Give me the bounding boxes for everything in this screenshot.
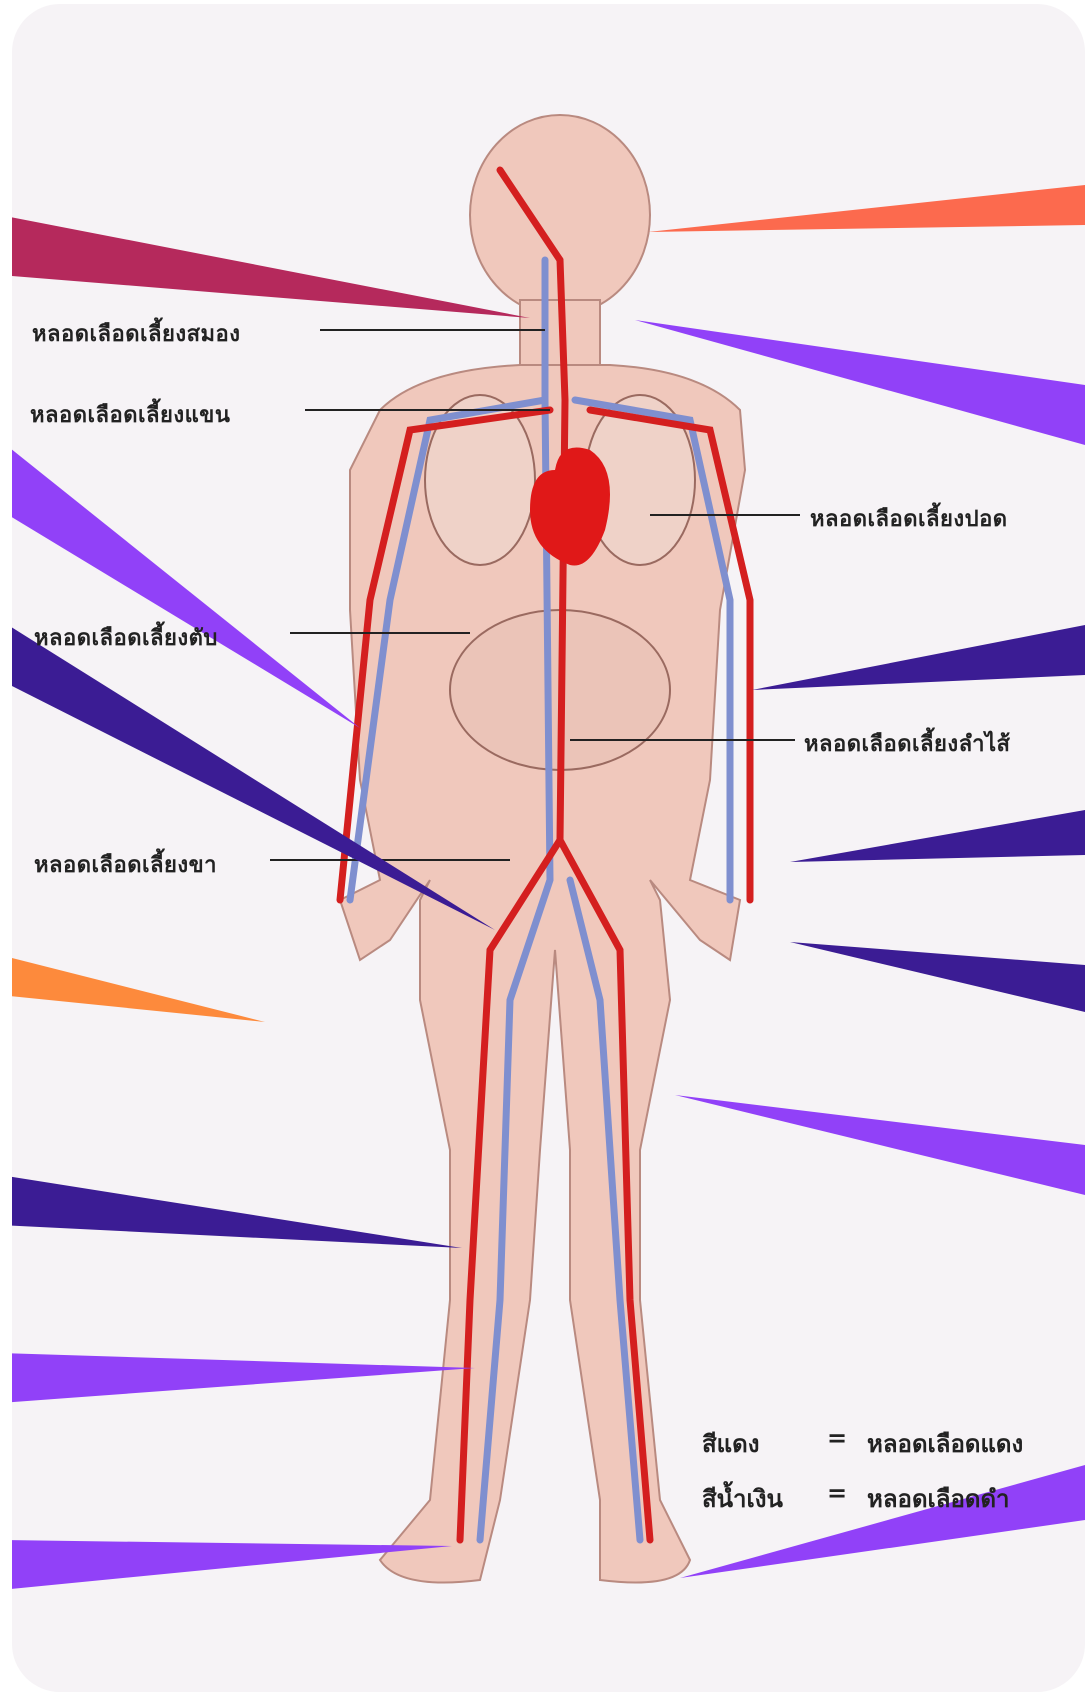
pointer-wedge-maroon [12, 215, 530, 318]
label-intestine-vessels: หลอดเลือดเลี้ยงลำไส้ [804, 726, 1010, 761]
label-arm-vessels: หลอดเลือดเลี้ยงแขน [30, 397, 230, 432]
label-brain-vessels: หลอดเลือดเลี้ยงสมอง [32, 316, 241, 351]
pointer-wedge-orange [12, 955, 265, 1022]
legend-blue-label: สีน้ำเงิน [702, 1479, 783, 1518]
pointer-wedge-violet-4 [12, 1353, 475, 1403]
pointer-wedge-indigo-3 [790, 810, 1085, 862]
pointer-wedge-indigo-2 [752, 625, 1085, 690]
diagram-card: หลอดเลือดเลี้ยงสมอง หลอดเลือดเลี้ยงแขน ห… [12, 4, 1085, 1692]
label-lung-vessels: หลอดเลือดเลี้ยงปอด [810, 501, 1008, 536]
legend-red-label: สีแดง [702, 1424, 759, 1463]
legend-red-separator: = [827, 1424, 847, 1452]
pointer-wedge-indigo-5 [12, 1175, 462, 1248]
label-liver-vessels: หลอดเลือดเลี้ยงตับ [34, 620, 218, 655]
legend-blue-value: หลอดเลือดดำ [867, 1479, 1010, 1518]
pointer-wedge-coral [648, 185, 1085, 232]
legend-blue-separator: = [827, 1479, 847, 1507]
label-leg-vessels: หลอดเลือดเลี้ยงขา [34, 847, 217, 882]
pointer-wedge-indigo-4 [790, 942, 1085, 1012]
pointer-wedge-violet-3 [675, 1095, 1085, 1195]
legend-red-value: หลอดเลือดแดง [867, 1424, 1023, 1463]
